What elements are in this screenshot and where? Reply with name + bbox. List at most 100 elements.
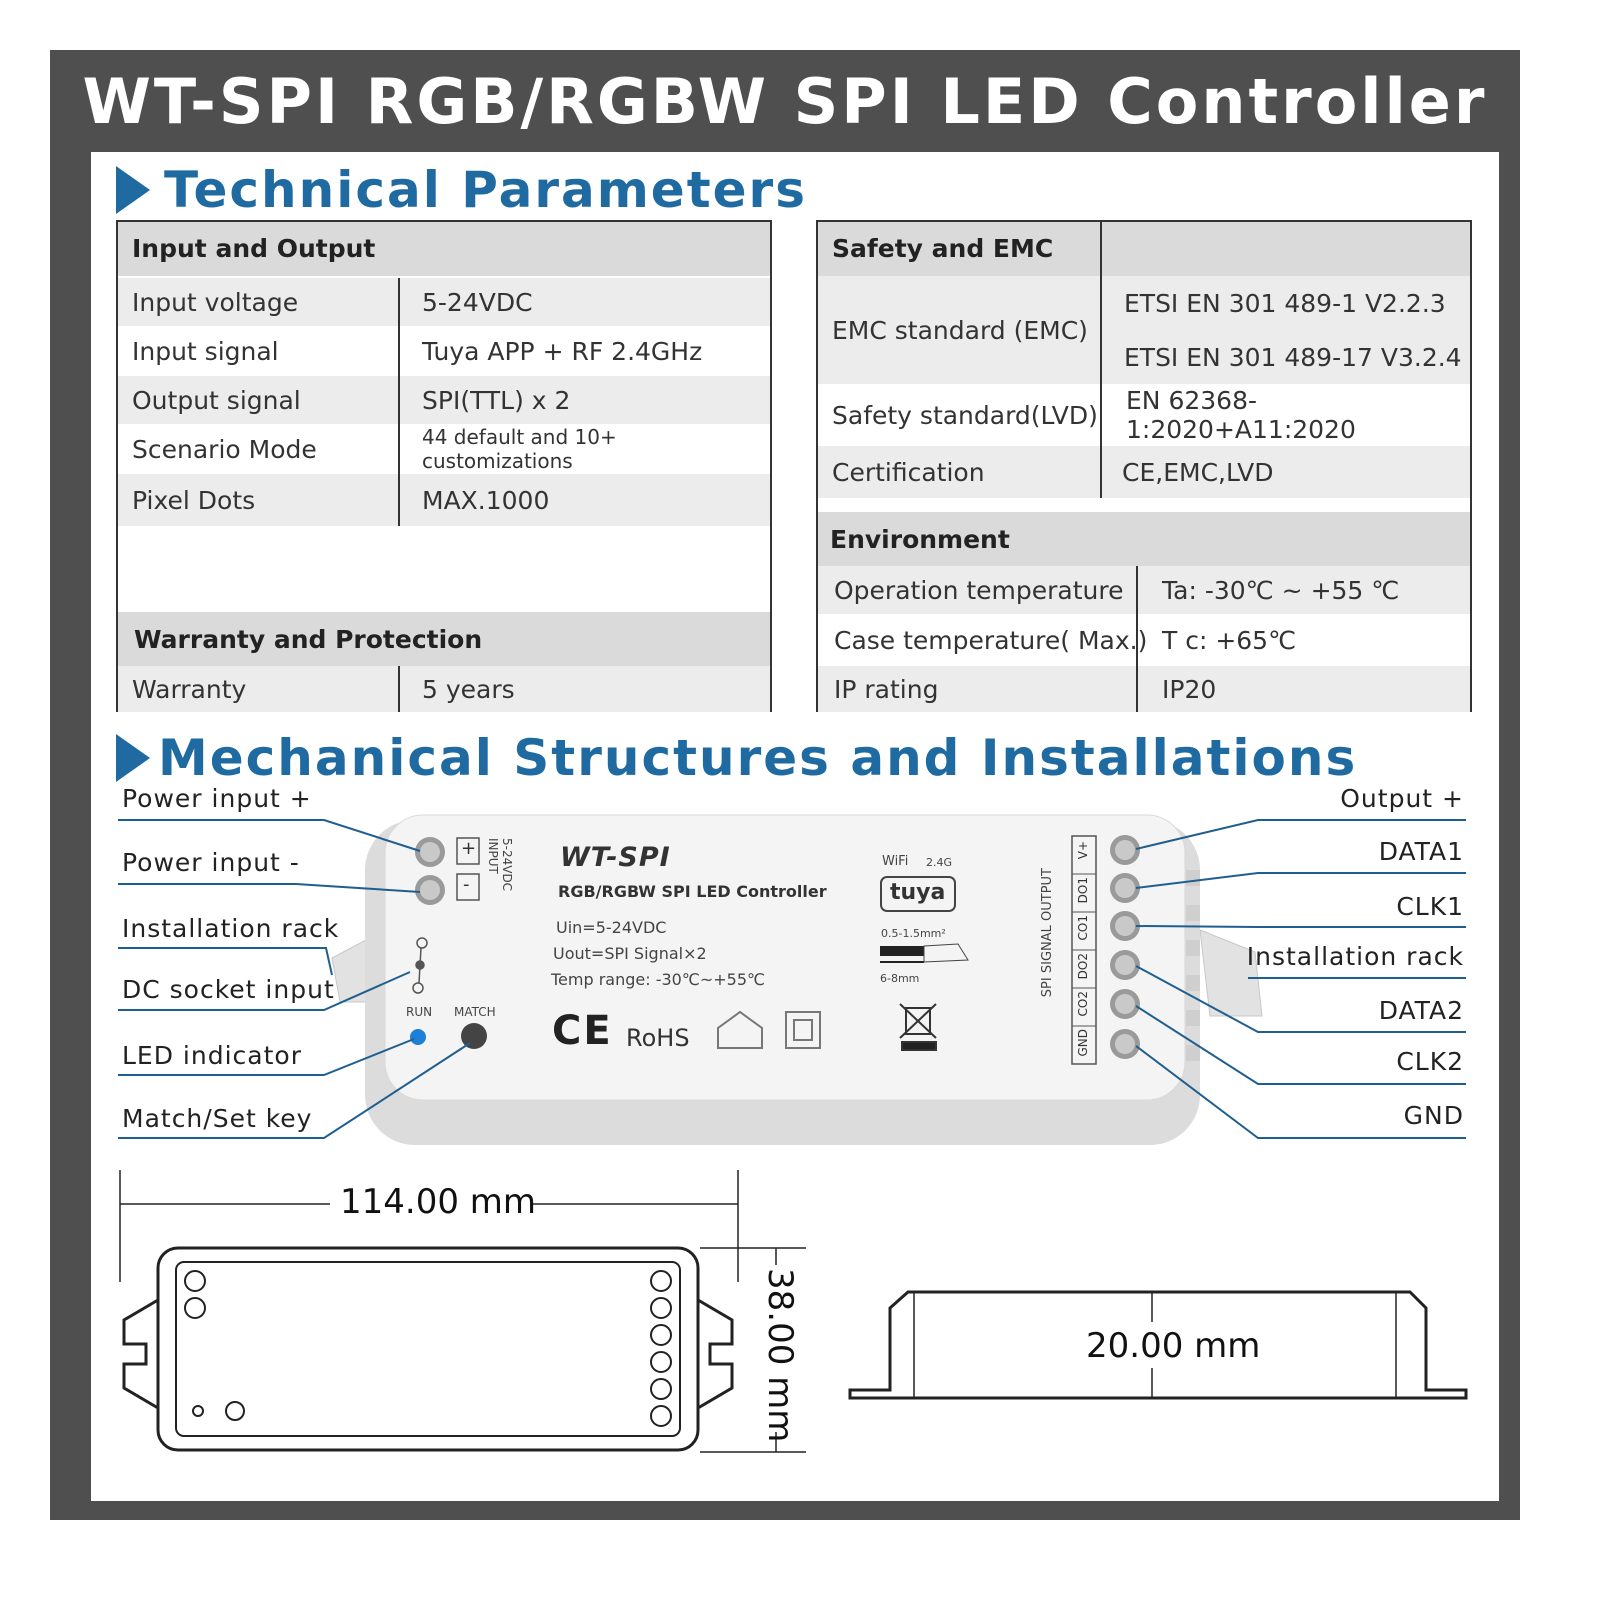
wire-gauge-label: 0.5-1.5mm² bbox=[881, 927, 946, 940]
param-value: MAX.1000 bbox=[422, 485, 550, 515]
callout-installation-rack-right: Installation rack bbox=[1246, 942, 1464, 971]
device-body bbox=[384, 814, 1186, 1101]
device-subtitle: RGB/RGBW SPI LED Controller bbox=[558, 882, 827, 901]
terminal-label: GND bbox=[1076, 1029, 1090, 1057]
param-value: CE,EMC,LVD bbox=[1122, 457, 1274, 487]
callout-dc-socket-input: DC socket input bbox=[122, 975, 335, 1004]
param-label: Safety standard(LVD) bbox=[832, 400, 1098, 430]
table-border bbox=[116, 220, 118, 712]
mechanical-heading-text: Mechanical Structures and Installations bbox=[158, 729, 1358, 787]
param-label: Operation temperature bbox=[834, 575, 1124, 605]
top-view-drawing bbox=[122, 1246, 734, 1452]
safety-environment-table: Safety and EMC EMC standard (EMC) ETSI E… bbox=[816, 220, 1472, 712]
table-row: Warranty 5 years bbox=[116, 666, 772, 712]
param-value: SPI(TTL) x 2 bbox=[422, 385, 571, 415]
mechanical-heading: Mechanical Structures and Installations bbox=[116, 728, 1357, 788]
safety-header-text: Safety and EMC bbox=[832, 233, 1054, 263]
input-label: INPUT bbox=[486, 838, 500, 874]
installation-rack-right bbox=[1199, 929, 1263, 1017]
technical-heading: Technical Parameters bbox=[116, 160, 807, 220]
technical-heading-text: Technical Parameters bbox=[164, 161, 807, 219]
table-divider bbox=[1100, 220, 1102, 498]
page-title: WT-SPI RGB/RGBW SPI LED Controller bbox=[82, 65, 1488, 138]
table-divider bbox=[398, 666, 400, 712]
callout-led-indicator: LED indicator bbox=[122, 1041, 302, 1070]
environment-header: Environment bbox=[816, 512, 1472, 566]
param-value: ETSI EN 301 489-17 V3.2.4 bbox=[1124, 342, 1462, 372]
param-label: IP rating bbox=[834, 674, 939, 704]
safety-header: Safety and EMC bbox=[816, 220, 1472, 276]
callout-power-input-plus: Power input + bbox=[122, 784, 312, 813]
dc-socket-icon bbox=[412, 937, 428, 994]
terminal-label: DO2 bbox=[1076, 953, 1090, 980]
height-dimension: 20.00 mm bbox=[1086, 1326, 1261, 1366]
callout-match-set-key: Match/Set key bbox=[122, 1104, 313, 1133]
weee-bin-icon bbox=[899, 1003, 937, 1051]
param-label: Warranty bbox=[132, 674, 247, 704]
run-label: RUN bbox=[406, 1005, 433, 1019]
warranty-header-text: Warranty and Protection bbox=[134, 624, 483, 654]
param-label: Input signal bbox=[132, 336, 279, 366]
strip-length-label: 6-8mm bbox=[880, 972, 920, 985]
wire-strip-icon bbox=[880, 943, 969, 963]
table-border bbox=[770, 220, 772, 712]
table-row: Input signal Tuya APP + RF 2.4GHz bbox=[116, 326, 772, 376]
device-spec: Uout=SPI Signal×2 bbox=[553, 944, 707, 963]
double-insulation-icon bbox=[785, 1011, 821, 1049]
tuya-logo: tuya bbox=[890, 880, 946, 905]
input-output-header-text: Input and Output bbox=[132, 233, 376, 263]
terminal-label: V+ bbox=[1076, 841, 1090, 860]
param-value: Tuya APP + RF 2.4GHz bbox=[422, 336, 703, 366]
param-label: Case temperature( Max.) bbox=[834, 625, 1148, 655]
triangle-bullet-icon bbox=[116, 166, 150, 214]
device-spec: Uin=5-24VDC bbox=[556, 918, 667, 937]
param-value: Ta: -30℃ ~ +55 ℃ bbox=[1162, 575, 1400, 605]
param-value: 5 years bbox=[422, 674, 515, 704]
param-value: ETSI EN 301 489-1 V2.2.3 bbox=[1124, 288, 1446, 318]
table-border bbox=[116, 220, 772, 222]
callout-output-plus: Output + bbox=[1340, 784, 1464, 813]
width-dimension: 38.00 mm bbox=[760, 1268, 800, 1443]
param-label: Output signal bbox=[132, 385, 301, 415]
triangle-bullet-icon bbox=[116, 734, 150, 782]
table-row: Case temperature( Max.) T c: +65℃ bbox=[816, 614, 1472, 666]
terminal-label: CO1 bbox=[1076, 915, 1090, 941]
device-model: WT-SPI bbox=[560, 842, 671, 873]
table-row: IP rating IP20 bbox=[816, 666, 1472, 712]
callout-lines-right bbox=[1135, 819, 1466, 1139]
tuya-logo-box bbox=[880, 876, 956, 912]
device-spec: Temp range: -30℃~+55℃ bbox=[551, 970, 765, 989]
callout-clk2: CLK2 bbox=[1396, 1047, 1464, 1076]
run-led-indicator bbox=[410, 1029, 426, 1045]
input-voltage-label: 5-24VDC bbox=[500, 838, 514, 892]
input-output-table: Input and Output Input voltage 5-24VDC I… bbox=[116, 220, 772, 712]
wifi-label: WiFi bbox=[882, 854, 909, 869]
callout-lines-left bbox=[118, 819, 471, 1139]
param-label: Pixel Dots bbox=[132, 485, 256, 515]
param-value: IP20 bbox=[1162, 674, 1217, 704]
environment-header-text: Environment bbox=[830, 524, 1010, 554]
rohs-mark: RoHS bbox=[626, 1024, 690, 1052]
callout-data1: DATA1 bbox=[1378, 837, 1464, 866]
output-terminals bbox=[1071, 835, 1140, 1065]
param-value: EN 62368-1:2020+A11:2020 bbox=[1126, 386, 1356, 444]
minus-sign: - bbox=[463, 874, 470, 895]
input-output-header: Input and Output bbox=[116, 220, 772, 276]
table-row: Output signal SPI(TTL) x 2 bbox=[116, 376, 772, 424]
table-divider bbox=[398, 278, 400, 526]
callout-power-input-minus: Power input - bbox=[122, 848, 300, 877]
input-terminals bbox=[415, 837, 480, 905]
indoor-use-icon bbox=[717, 1010, 763, 1049]
length-dimension: 114.00 mm bbox=[340, 1182, 537, 1222]
side-fins bbox=[1186, 870, 1200, 1061]
dimension-lines bbox=[119, 1170, 806, 1453]
table-row: EMC standard (EMC) ETSI EN 301 489-1 V2.… bbox=[816, 276, 1472, 384]
table-border bbox=[1470, 220, 1472, 712]
table-row: Certification CE,EMC,LVD bbox=[816, 446, 1472, 498]
param-label: EMC standard (EMC) bbox=[832, 315, 1088, 345]
match-button[interactable] bbox=[461, 1023, 487, 1049]
param-value: 5-24VDC bbox=[422, 287, 533, 317]
table-row: Pixel Dots MAX.1000 bbox=[116, 474, 772, 526]
match-label: MATCH bbox=[454, 1005, 496, 1019]
